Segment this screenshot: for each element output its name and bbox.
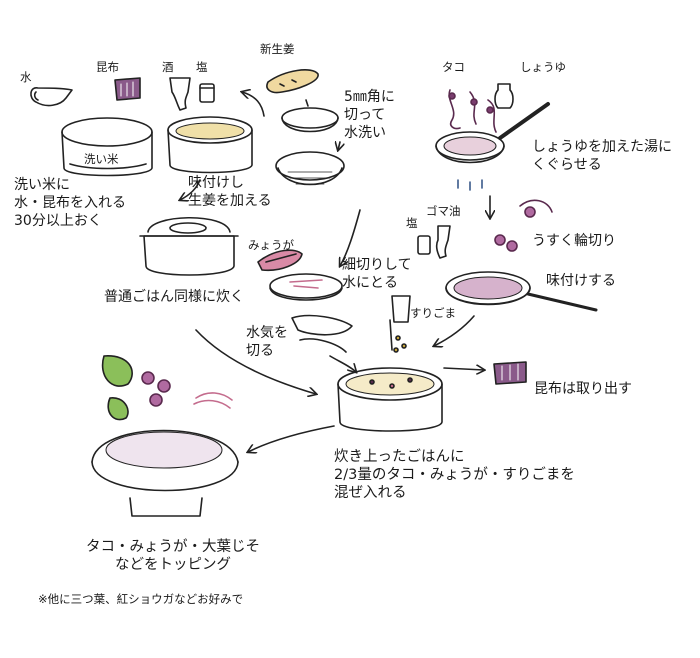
ingredient-salt: 塩: [196, 60, 208, 74]
sake-bottle-icon: [169, 77, 191, 111]
shiso-leaf-icon: [101, 355, 133, 421]
step-cut-ginger: 5㎜角に 切って 水洗い: [344, 89, 395, 141]
ingredient-water: 水: [20, 70, 32, 84]
pan-icon: [435, 102, 550, 164]
ingredient-ginger: 新生姜: [260, 42, 295, 56]
octopus-topping-icon: [141, 371, 171, 407]
soy-sauce-icon: [494, 83, 514, 109]
salt-shaker-icon-2: [417, 235, 431, 255]
seasoned-pot: [167, 116, 253, 174]
step-mix: 炊き上ったごはんに 2/3量のタコ・みょうが・すりごまを 混ぜ入れる: [334, 449, 575, 501]
step-season-ginger: 味付けし 生姜を加える: [188, 175, 272, 209]
octopus-slice-icon: [494, 199, 553, 252]
ingredient-octopus: タコ: [442, 60, 465, 74]
step-soak: 洗い米に 水・昆布を入れる 30分以上おく: [14, 177, 126, 229]
kombu-removed-icon: [493, 361, 527, 385]
mixing-pot: [337, 367, 443, 432]
sesame-oil-icon: [435, 225, 451, 259]
water-jug-icon: [30, 87, 73, 107]
ingredient-sesame-oil: ゴマ油: [426, 204, 461, 218]
octopus-icon: [448, 89, 497, 133]
rice-cooker: [139, 217, 239, 276]
flow-arrows: [180, 92, 490, 452]
ingredient-kombu: 昆布: [96, 60, 119, 74]
step-drain: 水気を 切る: [246, 325, 288, 359]
ginger-bowl: [281, 107, 339, 133]
strainer-icon: [275, 151, 345, 186]
ingredient-sesame: すりごま: [410, 306, 456, 320]
myoga-icon: [257, 249, 303, 272]
washed-rice-label: 洗い米: [84, 152, 119, 166]
step-cook-rice: 普通ごはん同様に炊く: [104, 289, 244, 305]
draining-cloth: [291, 314, 353, 353]
ginger-icon: [266, 69, 319, 94]
ingredient-myoga: みょうが: [248, 238, 294, 252]
sesame-bag-icon: [391, 295, 411, 353]
heat-icon: [457, 179, 483, 191]
kombu-icon: [114, 77, 141, 101]
ingredient-soy-sauce: しょうゆ: [520, 60, 566, 74]
step-slice-thin: うすく輪切り: [532, 233, 616, 249]
serving-bowl: [91, 429, 239, 517]
step-remove-kombu: 昆布は取り出す: [534, 381, 632, 397]
ingredient-sake: 酒: [162, 60, 174, 74]
step-boil-octopus: しょうゆを加えた湯に くぐらせる: [532, 139, 672, 173]
pan-icon-2: [445, 271, 598, 312]
step-season: 味付けする: [546, 273, 616, 289]
footnote: ※他に三つ葉、紅ショウガなどお好みで: [38, 592, 244, 606]
salt-shaker-icon: [199, 83, 215, 103]
myoga-bowl: [269, 273, 343, 301]
step-chop-myoga: 細切りして 水にとる: [342, 257, 412, 291]
ingredient-salt-2: 塩: [406, 216, 418, 230]
myoga-topping-icon: [193, 392, 233, 409]
rice-pot: [61, 117, 153, 177]
step-topping: タコ・みょうが・大葉じそ などをトッピング: [86, 539, 260, 573]
